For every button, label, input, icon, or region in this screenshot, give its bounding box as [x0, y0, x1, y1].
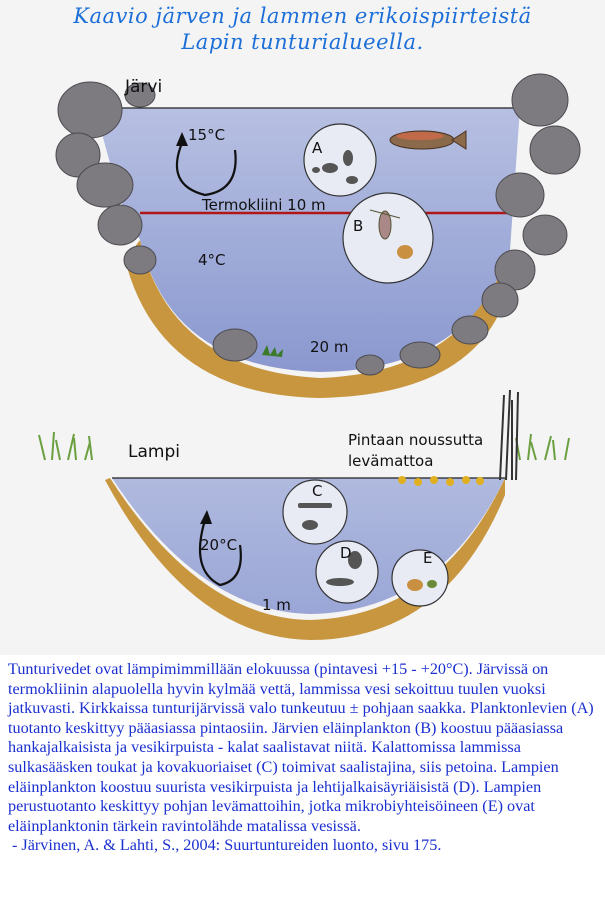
thermocline-label: Termokliini 10 m — [201, 196, 326, 214]
plankton-circle-e — [391, 549, 449, 607]
label-e: E — [423, 549, 432, 567]
description-block: Tunturivedet ovat lämpimimmillään elokuu… — [8, 660, 600, 856]
diagram-title-line1: Kaavio järven ja lammen erikoispiirteist… — [73, 4, 532, 28]
pond-arrow-head-icon — [200, 510, 212, 524]
algae-mat-icon — [398, 476, 484, 486]
insect-larva-icon — [298, 503, 332, 530]
label-b: B — [353, 217, 363, 235]
lake-pond-diagram: Järvi 15°C A B Termokliini 10 m 4°C 20 m… — [38, 73, 581, 640]
grass-icon — [38, 431, 570, 461]
pond-label: Lampi — [128, 442, 180, 462]
pond-depth: 1 m — [262, 596, 291, 614]
zooplankton-icon — [369, 209, 413, 259]
lake-deep-temp: 4°C — [198, 251, 226, 269]
pond-section: Lampi Pintaan noussutta levämattoa C D E… — [38, 389, 570, 640]
lake-rocks — [55, 73, 581, 376]
algae-label-line2: levämattoa — [348, 452, 433, 470]
lake-water — [95, 108, 520, 372]
label-c: C — [312, 482, 322, 500]
algae-icon — [312, 150, 358, 184]
fish-icon — [389, 130, 467, 150]
reeds-icon — [499, 389, 519, 481]
pond-circulation-arrow-icon — [198, 519, 242, 587]
plankton-circle-c — [282, 479, 348, 545]
lake-plants — [262, 345, 283, 357]
pond-temp: 20°C — [200, 536, 237, 554]
label-a: A — [312, 139, 323, 157]
lake-surface-temp: 15°C — [188, 126, 225, 144]
label-d: D — [340, 544, 352, 562]
circulation-arrow-icon — [175, 142, 237, 197]
plankton-circle-b — [342, 192, 434, 284]
water-flea-icon — [326, 551, 362, 586]
description-paragraph: Tunturivedet ovat lämpimimmillään elokuu… — [8, 660, 594, 835]
diagram-title-line2: Lapin tunturialueella. — [181, 30, 424, 54]
plankton-circle-a — [303, 123, 377, 197]
microbe-icon — [407, 579, 437, 591]
citation: - Järvinen, A. & Lahti, S., 2004: Suurtu… — [12, 836, 442, 855]
lake-depth: 20 m — [310, 338, 348, 356]
plankton-circle-d — [315, 540, 379, 604]
algae-label-line1: Pintaan noussutta — [348, 431, 483, 449]
lake-sediment — [125, 240, 505, 398]
lake-section: Järvi 15°C A B Termokliini 10 m 4°C 20 m — [55, 73, 581, 398]
lake-label: Järvi — [124, 77, 162, 97]
arrow-head-icon — [176, 132, 188, 146]
